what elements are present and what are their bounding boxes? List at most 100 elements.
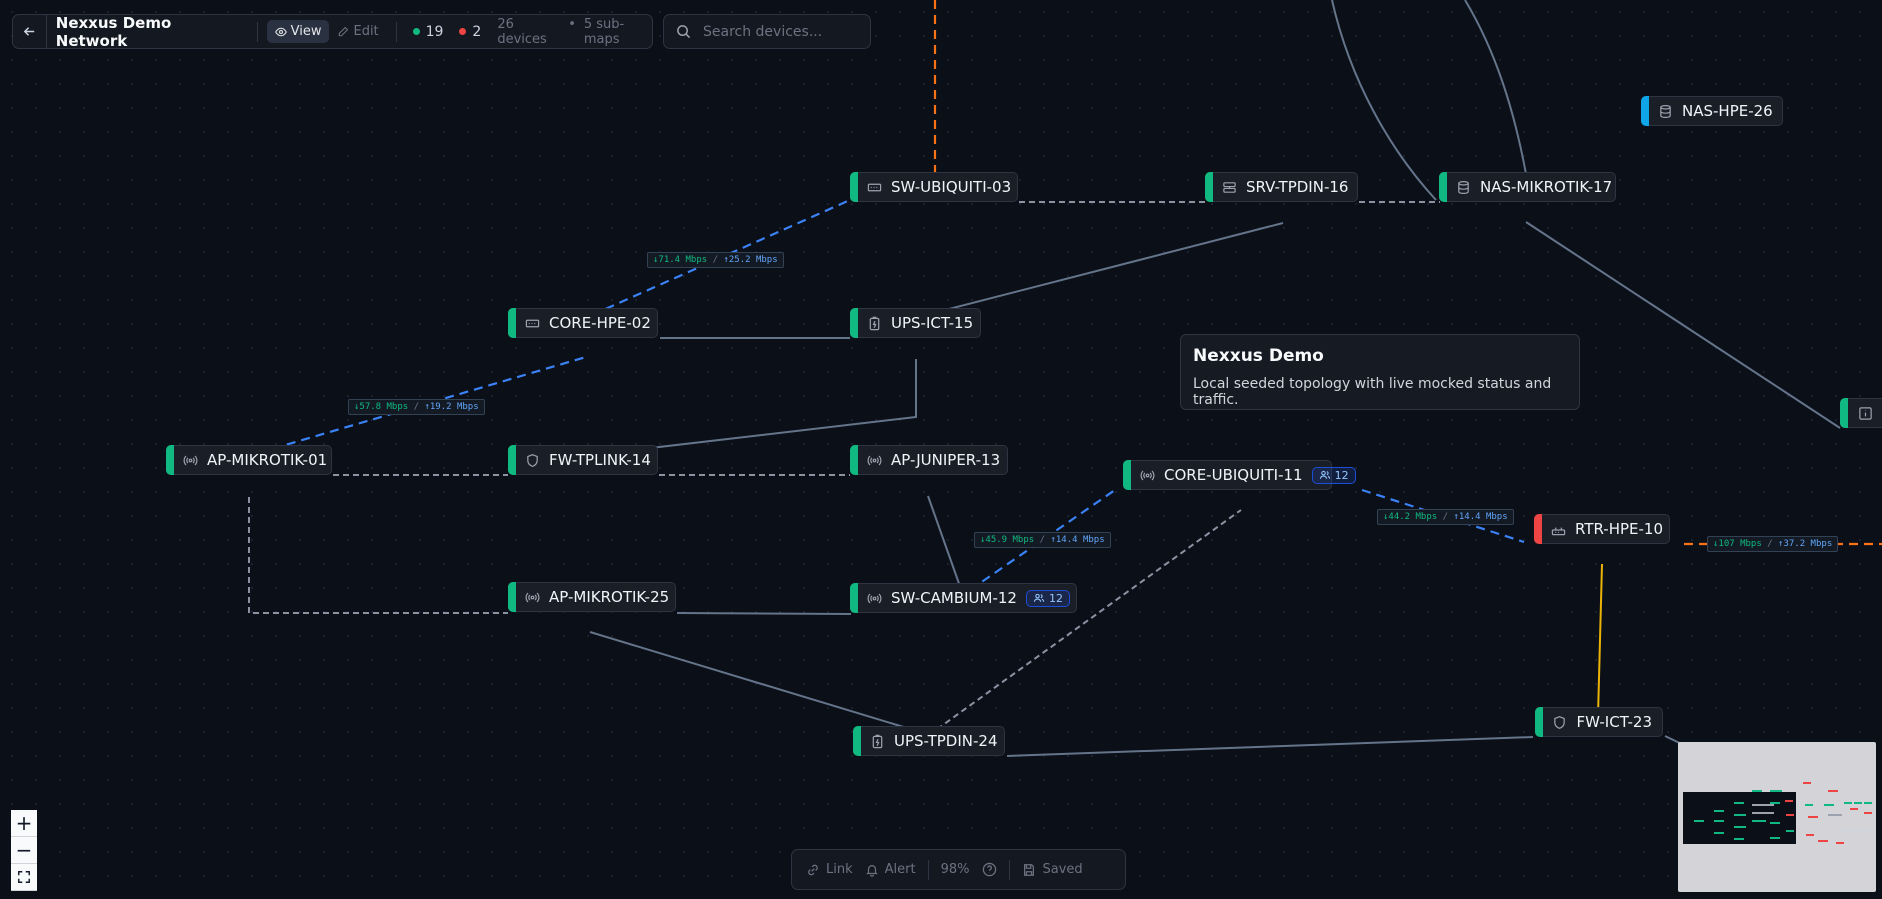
device-node-ups-ict-15[interactable]: UPS-ICT-15 <box>850 308 981 338</box>
device-node-nx[interactable] <box>1840 398 1882 428</box>
status-strip <box>1439 172 1447 202</box>
device-node-ap-juniper-13[interactable]: AP-JUNIPER-13 <box>850 445 1008 475</box>
client-count: 12 <box>1048 591 1063 605</box>
back-button[interactable] <box>13 15 47 48</box>
wifi-icon <box>1140 467 1155 483</box>
meta-separator: • <box>568 16 576 32</box>
device-node-fw-tplink-14[interactable]: FW-TPLINK-14 <box>508 445 658 475</box>
device-label: NAS-MIKROTIK-17 <box>1480 178 1613 196</box>
link-n11-n10[interactable] <box>1361 488 1525 544</box>
device-node-fw-ict-23[interactable]: FW-ICT-23 <box>1535 707 1663 737</box>
zoom-controls: + − <box>11 810 37 891</box>
minimap-node <box>1844 802 1852 804</box>
device-label: SRV-TPDIN-16 <box>1246 178 1349 196</box>
link-offscreen-curve-a[interactable] <box>1331 0 1437 201</box>
search-input[interactable] <box>701 22 865 41</box>
saved-label: Saved <box>1042 862 1083 877</box>
minimap-node <box>1864 812 1872 814</box>
link-n25-n24[interactable] <box>589 631 931 736</box>
device-label: NAS-HPE-26 <box>1682 102 1773 120</box>
traffic-label: ↓71.4 Mbps / ↑25.2 Mbps <box>647 252 784 268</box>
fit-view-button[interactable] <box>11 864 37 891</box>
device-node-nas-mikrotik-17[interactable]: NAS-MIKROTIK-17 <box>1439 172 1616 202</box>
battery-icon <box>867 315 882 331</box>
client-count: 12 <box>1334 468 1349 482</box>
minimap-node <box>1714 810 1724 812</box>
link-n24-n11[interactable] <box>928 509 1242 736</box>
minimap-node <box>1752 820 1766 822</box>
minimap-node <box>1694 820 1704 822</box>
device-node-ups-tpdin-24[interactable]: UPS-TPDIN-24 <box>853 726 1005 756</box>
status-strip <box>850 445 858 475</box>
minimap-node <box>1786 830 1794 832</box>
map-header-bar: Nexxus Demo Network View Edit 19 2 26 de… <box>12 14 653 50</box>
device-node-srv-tpdin-16[interactable]: SRV-TPDIN-16 <box>1205 172 1358 202</box>
traffic-label: ↓107 Mbps / ↑37.2 Mbps <box>1707 536 1839 552</box>
minimap-node <box>1828 790 1838 792</box>
zoom-in-button[interactable]: + <box>11 810 37 837</box>
link-n24-n23[interactable] <box>1006 736 1534 757</box>
status-strip <box>850 308 858 338</box>
minimap[interactable] <box>1678 742 1876 892</box>
zoom-out-button[interactable]: − <box>11 837 37 864</box>
zoom-level: 98% <box>940 862 970 877</box>
minimap-node <box>1770 822 1780 824</box>
status-strip <box>850 172 858 202</box>
minimap-node <box>1786 814 1794 816</box>
status-strip <box>1840 398 1848 428</box>
minimap-node <box>1770 790 1782 792</box>
minimap-viewport <box>1683 792 1796 844</box>
link-n01-n25[interactable] <box>248 497 508 614</box>
minimap-node <box>1785 800 1793 802</box>
link-n17-nx[interactable] <box>1525 221 1841 429</box>
device-node-core-hpe-02[interactable]: CORE-HPE-02 <box>508 308 658 338</box>
device-label: FW-ICT-23 <box>1576 713 1652 731</box>
status-strip <box>1123 460 1131 490</box>
alert-button[interactable]: Alert <box>865 862 916 877</box>
users-icon <box>1319 470 1330 479</box>
traffic-separator: / <box>1761 539 1779 549</box>
device-node-nas-hpe-26[interactable]: NAS-HPE-26 <box>1641 96 1783 126</box>
minimap-node <box>1734 814 1746 816</box>
traffic-label: ↓44.2 Mbps / ↑14.4 Mbps <box>1377 509 1514 525</box>
minimap-node <box>1770 837 1780 839</box>
switch-icon <box>525 315 540 331</box>
wifi-icon <box>525 589 540 605</box>
edit-mode-label: Edit <box>353 24 379 39</box>
saved-status-button[interactable]: Saved <box>1022 862 1083 877</box>
help-button[interactable] <box>981 862 997 878</box>
traffic-label: ↓45.9 Mbps / ↑14.4 Mbps <box>974 532 1111 548</box>
view-mode-button[interactable]: View <box>266 20 330 43</box>
arrow-left-icon <box>23 27 35 36</box>
link-n10-n23[interactable] <box>1597 563 1603 717</box>
edit-mode-button[interactable]: Edit <box>329 20 386 43</box>
minimap-node <box>1752 790 1762 792</box>
link-n13-n12[interactable] <box>927 495 963 593</box>
minimap-node <box>1824 804 1834 806</box>
status-strip <box>508 308 516 338</box>
switch-icon <box>867 179 882 195</box>
link-n25-n12[interactable] <box>676 612 852 615</box>
view-mode-label: View <box>290 24 322 39</box>
device-label: RTR-HPE-10 <box>1575 520 1664 538</box>
help-circle-icon <box>982 862 997 877</box>
divider <box>256 21 258 42</box>
device-search <box>663 14 871 49</box>
link-n15-n14[interactable] <box>581 359 917 457</box>
link-offscreen-curve-b[interactable] <box>1464 0 1529 186</box>
minus-icon: − <box>15 838 33 862</box>
device-label: SW-UBIQUITI-03 <box>891 178 1012 196</box>
device-count: 26 devices <box>497 16 547 47</box>
submap-count: 5 sub-maps <box>583 16 625 47</box>
minimap-node <box>1838 830 1872 832</box>
link-n15-n16[interactable] <box>913 222 1284 319</box>
device-node-ap-mikrotik-01[interactable]: AP-MIKROTIK-01 <box>166 445 332 475</box>
link-button[interactable]: Link <box>806 862 853 877</box>
device-node-sw-ubiquiti-03[interactable]: SW-UBIQUITI-03 <box>850 172 1018 202</box>
device-node-rtr-hpe-10[interactable]: RTR-HPE-10 <box>1534 514 1670 544</box>
device-node-ap-mikrotik-25[interactable]: AP-MIKROTIK-25 <box>508 582 676 612</box>
